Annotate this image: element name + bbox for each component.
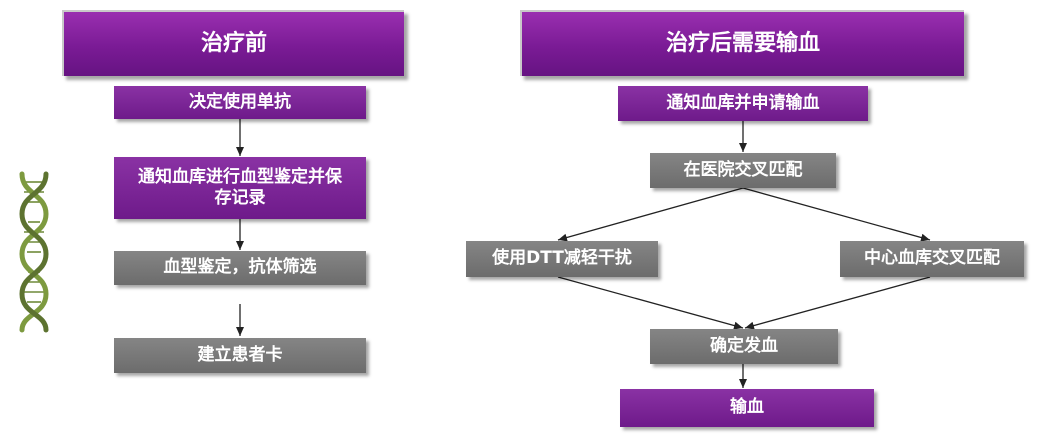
- step-decide-blood-use: 决定使用单抗: [114, 86, 366, 119]
- step-typing-screening: 血型鉴定，抗体筛选: [114, 251, 366, 285]
- arrow-dtt-to-confirm: [557, 276, 744, 330]
- arrow-crossmatch-to-central: [742, 187, 931, 242]
- step-notify-request: 通知血库并申请输血: [618, 86, 868, 121]
- dna-helix-icon: [19, 171, 49, 333]
- right-panel-header: 治疗后需要输血: [520, 10, 964, 76]
- step-confirm-issue: 确定发血: [650, 329, 838, 364]
- step-notify-blood-bank: 通知血库进行血型鉴定并保存记录: [114, 157, 366, 219]
- arrow-central-to-confirm: [744, 276, 931, 330]
- arrow-crossmatch-to-dtt: [557, 187, 744, 242]
- step-transfusion: 输血: [620, 389, 874, 427]
- left-panel-header: 治疗前: [62, 10, 404, 76]
- step-patient-card: 建立患者卡: [114, 338, 366, 373]
- step-central-crossmatch: 中心血库交叉匹配: [840, 241, 1024, 277]
- step-use-dtt: 使用DTT减轻干扰: [466, 241, 658, 277]
- step-crossmatch-hospital: 在医院交叉匹配: [650, 153, 836, 188]
